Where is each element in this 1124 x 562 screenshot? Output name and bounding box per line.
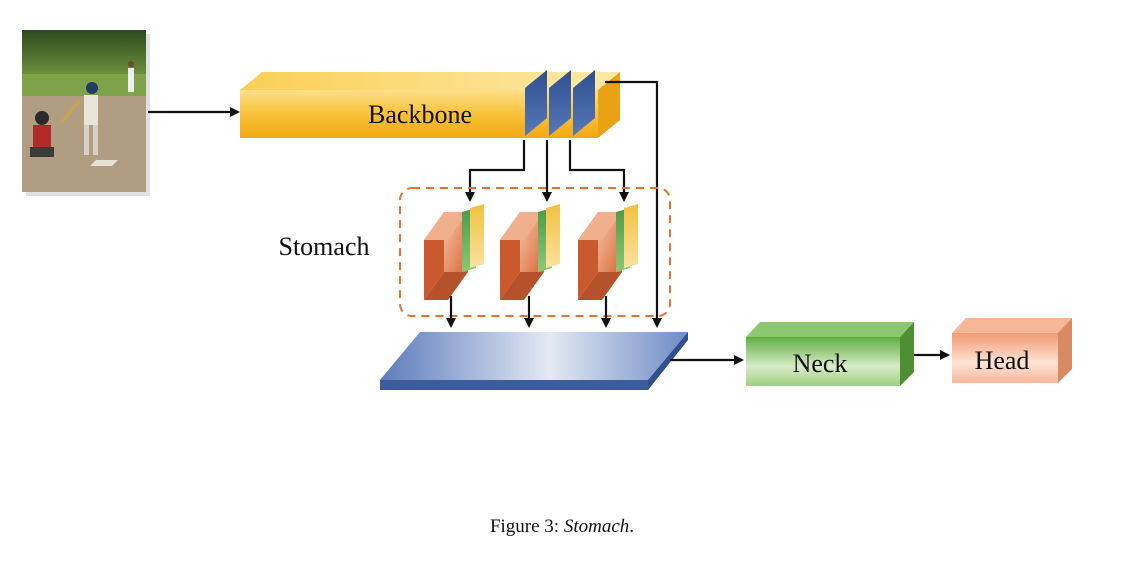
neck-label: Neck [793, 349, 848, 378]
stomach-to-plate-arrows [446, 296, 611, 328]
stomach-label: Stomach [279, 232, 370, 261]
input-image [22, 30, 150, 196]
backbone-label: Backbone [368, 100, 472, 129]
figure-caption: Figure 3: Stomach. [0, 516, 1124, 538]
neck-block [746, 322, 914, 386]
backbone-feature-maps [525, 70, 595, 136]
feature-map-3 [573, 70, 595, 136]
arrow-backbone-skip [605, 80, 662, 328]
arrow-feature-3 [568, 140, 629, 202]
stomach-block-3 [578, 204, 638, 300]
backbone-to-stomach-arrows [465, 80, 662, 328]
caption-suffix: . [629, 516, 635, 537]
stomach-block-1 [424, 204, 484, 300]
head-block [952, 318, 1072, 383]
stomach-region [399, 187, 671, 317]
head-label: Head [975, 346, 1030, 375]
feature-map-1 [525, 70, 547, 136]
caption-prefix: Figure 3: [489, 516, 564, 537]
caption-emphasis: Stomach [563, 516, 630, 537]
stomach-block-2 [500, 204, 560, 300]
arrow-feature-1 [465, 140, 526, 202]
feature-map-2 [549, 70, 571, 136]
fusion-plate [380, 332, 688, 390]
